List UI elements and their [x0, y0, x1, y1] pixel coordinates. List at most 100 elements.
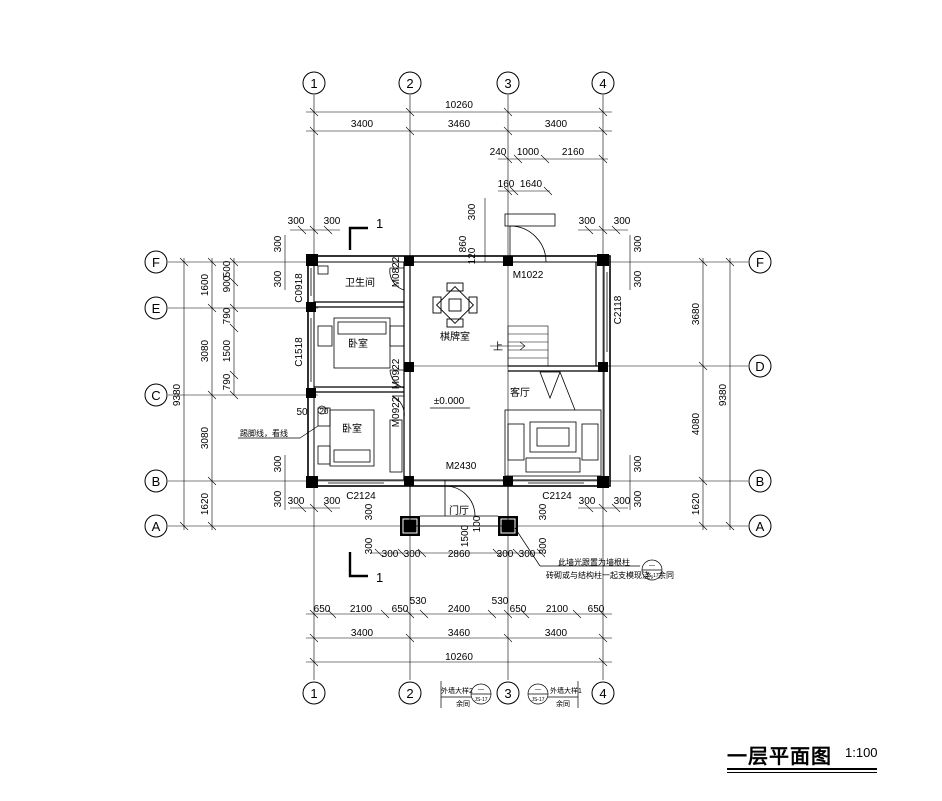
- dim-left-small-1: 300: [273, 235, 284, 252]
- dim-row2-6: 530: [492, 596, 509, 607]
- dim-stair-1: 240: [490, 147, 507, 158]
- window-c2118: C2118: [613, 295, 624, 324]
- dim-top-span-2: 3460: [448, 119, 471, 130]
- dim-side-2: 300: [364, 537, 375, 554]
- dim-bot-span-2: 3460: [448, 628, 471, 639]
- section-mark-top-label: 1: [376, 216, 383, 231]
- stair-up-label: 上: [493, 341, 503, 353]
- axis-2-bottom: 2: [406, 686, 413, 701]
- dim-top-right-1: 300: [579, 216, 596, 227]
- dim-row2-7: 650: [510, 604, 527, 615]
- dim-left-outer: 9380: [172, 383, 183, 406]
- room-living: 客厅: [510, 386, 530, 399]
- dim-side-1: 300: [364, 503, 375, 520]
- dim-stair-3: 2160: [562, 147, 585, 158]
- note-skirting: 踢脚线，看线: [240, 428, 288, 438]
- dim-right-small-4: 300: [633, 490, 644, 507]
- dim-right-small-2: 300: [633, 270, 644, 287]
- axis-F-left: F: [152, 255, 160, 270]
- dim-top-span-3: 3400: [545, 119, 568, 130]
- dim-row2-8: 2100: [546, 604, 569, 615]
- dim-right-outer: 9380: [718, 383, 729, 406]
- dim-row2-2: 2100: [350, 604, 373, 615]
- detail-1-label: 外墙大样1: [550, 686, 582, 695]
- dim-left-mid-3: 3080: [200, 426, 211, 449]
- dim-side-5: 1500: [460, 524, 471, 547]
- door-m1022: M1022: [513, 270, 544, 281]
- dim-bot-left-1: 300: [288, 496, 305, 507]
- dim-row1-1: 300: [382, 549, 399, 560]
- axis-C-left: C: [151, 388, 160, 403]
- room-bedroom-1: 卧室: [348, 337, 368, 350]
- room-chess: 棋牌室: [440, 330, 470, 343]
- front-door: [504, 213, 556, 263]
- dim-left-small-2: 300: [273, 270, 284, 287]
- axis-B-right: B: [756, 474, 765, 489]
- window-c0918: C0918: [294, 273, 305, 303]
- title-underline-thin: [727, 772, 877, 773]
- detail-2-label: 外墙大样2: [441, 686, 473, 695]
- porch-ref-num: —: [649, 563, 655, 569]
- section-marks: [348, 226, 368, 578]
- porch-note-leader: [514, 527, 663, 581]
- axis-D-right: D: [755, 359, 764, 374]
- detail-2-ref-num: —: [478, 687, 484, 693]
- drawing-title: 一层平面图: [727, 744, 832, 768]
- dim-top-span-1: 3400: [351, 119, 374, 130]
- drawing-scale: 1:100: [845, 745, 878, 760]
- top-dimension-lines: [290, 107, 628, 262]
- door-m2430: M2430: [446, 461, 477, 472]
- dim-vert-1: 300: [467, 203, 478, 220]
- dim-side-3: 300: [538, 503, 549, 520]
- dim-row2-9: 650: [588, 604, 605, 615]
- axis-1-bottom: 1: [310, 686, 317, 701]
- dim-row2-1: 650: [314, 604, 331, 615]
- dim-left-mid-1: 1600: [200, 273, 211, 296]
- note-porch-2: 砖砌或与结构柱一起支模现浇，余同: [546, 570, 674, 580]
- door-m0922-b: M0922: [391, 396, 402, 427]
- axis-bubbles: [144, 71, 772, 705]
- dim-left-inner-3: 790: [222, 307, 233, 324]
- dim-left-mid-2: 3080: [200, 339, 211, 362]
- dim-top-left-2: 300: [324, 216, 341, 227]
- dim-vert-3: 120: [467, 247, 478, 264]
- dim-left-inner-1: 900: [222, 275, 233, 292]
- title-underline-thick: [727, 768, 877, 770]
- dim-row1-2: 300: [404, 549, 421, 560]
- dim-left-small-3: 300: [273, 455, 284, 472]
- dim-right-small-3: 300: [633, 455, 644, 472]
- dim-row1-3: 2860: [448, 549, 471, 560]
- room-bathroom: 卫生间: [345, 276, 375, 289]
- dim-bot-right-1: 300: [579, 496, 596, 507]
- dim-top-right-2: 300: [614, 216, 631, 227]
- bottom-dimension-lines: [290, 503, 628, 667]
- window-c1518: C1518: [294, 337, 305, 367]
- dim-stair2-2: 1640: [520, 179, 543, 190]
- dim-top-left-1: 300: [288, 216, 305, 227]
- dim-row1-5: 300: [519, 549, 536, 560]
- left-dimension-lines: [179, 235, 286, 531]
- entry-porch: [409, 480, 509, 527]
- dim-stair-2: 1000: [517, 147, 540, 158]
- dim-row2-4: 530: [410, 596, 427, 607]
- dim-50: 50: [296, 407, 308, 418]
- windows: [307, 268, 611, 487]
- dim-right-mid-1: 3680: [691, 302, 702, 325]
- dim-left-inner-4: 1500: [222, 339, 233, 362]
- drawing-title-block: 一层平面图 1:100: [727, 740, 887, 774]
- right-dimension-lines: [629, 235, 735, 531]
- staircase: [490, 325, 549, 367]
- dim-side-6: 100: [472, 515, 483, 532]
- dim-left-inner-2: 500: [222, 260, 233, 277]
- section-mark-bottom-label: 1: [376, 570, 383, 585]
- dim-left-inner-5: 790: [222, 373, 233, 390]
- dim-left-small-4: 300: [273, 490, 284, 507]
- detail-references: [440, 681, 579, 708]
- axis-2-top: 2: [406, 76, 413, 91]
- window-c2124-a: C2124: [346, 491, 376, 502]
- axis-F-right: F: [756, 255, 764, 270]
- dim-row2-5: 2400: [448, 604, 471, 615]
- dim-bot-right-2: 300: [614, 496, 631, 507]
- floor-level: ±0.000: [434, 396, 465, 407]
